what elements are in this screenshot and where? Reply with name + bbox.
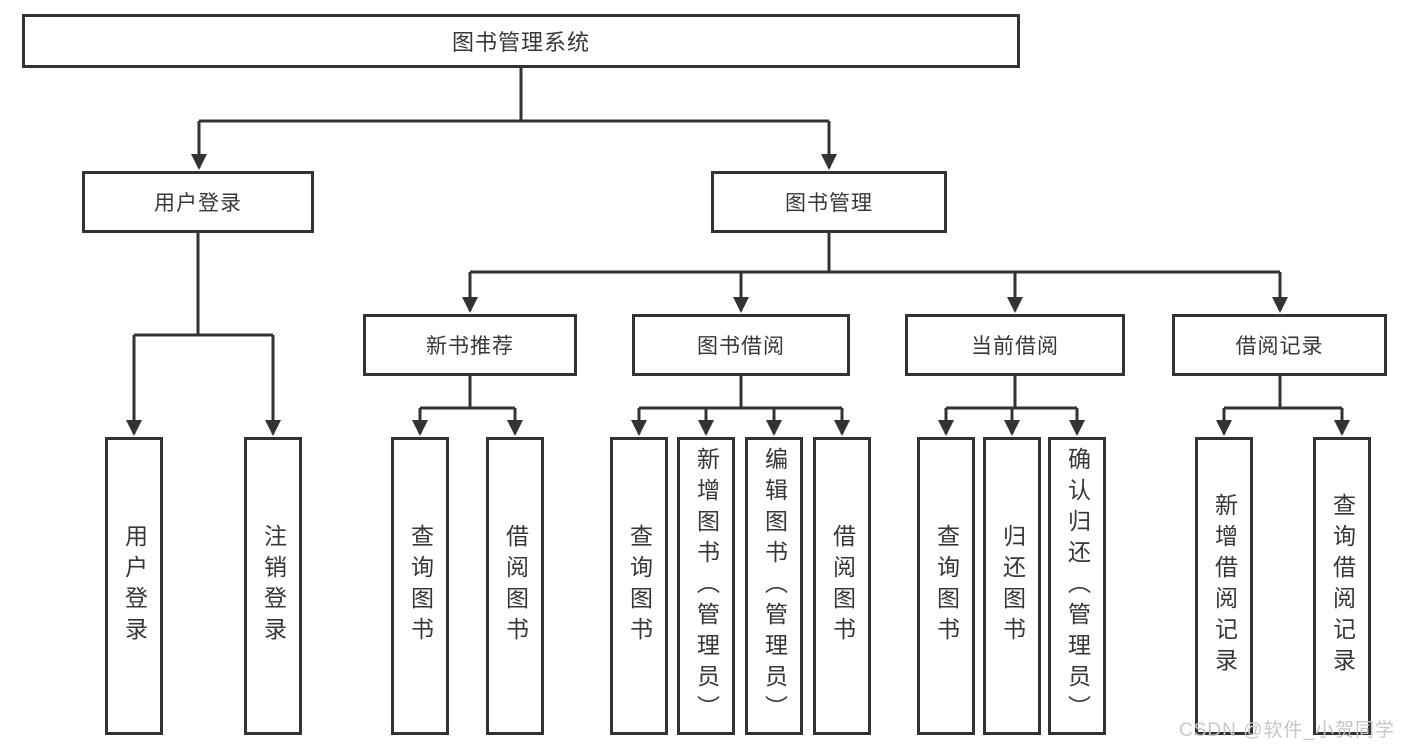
node-current-borrow: 当前借阅 <box>905 314 1125 376</box>
node-new-book-recommend: 新书推荐 <box>363 314 577 376</box>
leaf-query-borrow-record: 查询借阅记录 <box>1313 437 1371 735</box>
leaf-query-books-borrow: 查询图书 <box>610 437 668 735</box>
leaf-confirm-return-admin: 确认归还（管理员） <box>1048 437 1106 735</box>
node-user-login: 用户登录 <box>82 171 314 233</box>
leaf-logout: 注销登录 <box>244 437 302 735</box>
connector-user-login-group <box>126 233 281 436</box>
connector-new-book-group <box>412 376 523 436</box>
leaf-borrow-books: 借阅图书 <box>813 437 871 735</box>
watermark: CSDN @软件_小贺同学 <box>1179 720 1395 741</box>
connector-book-borrow-group <box>631 376 850 436</box>
leaf-query-books-current: 查询图书 <box>917 437 975 735</box>
leaf-query-books-recommend: 查询图书 <box>391 437 449 735</box>
leaf-borrow-books-recommend: 借阅图书 <box>486 437 544 735</box>
leaf-add-borrow-record: 新增借阅记录 <box>1195 437 1253 735</box>
leaf-edit-books-admin: 编辑图书（管理员） <box>745 437 803 735</box>
connector-borrow-record-group <box>1216 376 1350 436</box>
node-book-management: 图书管理 <box>711 171 947 233</box>
leaf-user-login: 用户登录 <box>105 437 163 735</box>
connector-current-borrow-group <box>938 376 1085 436</box>
connector-root-to-level1 <box>191 68 837 170</box>
node-borrow-records: 借阅记录 <box>1172 314 1387 376</box>
node-book-borrow: 图书借阅 <box>632 314 850 376</box>
leaf-add-books-admin: 新增图书（管理员） <box>677 437 735 735</box>
leaf-return-books: 归还图书 <box>983 437 1041 735</box>
node-root-system: 图书管理系统 <box>22 14 1020 68</box>
connector-book-management-to-level2 <box>462 233 1288 313</box>
